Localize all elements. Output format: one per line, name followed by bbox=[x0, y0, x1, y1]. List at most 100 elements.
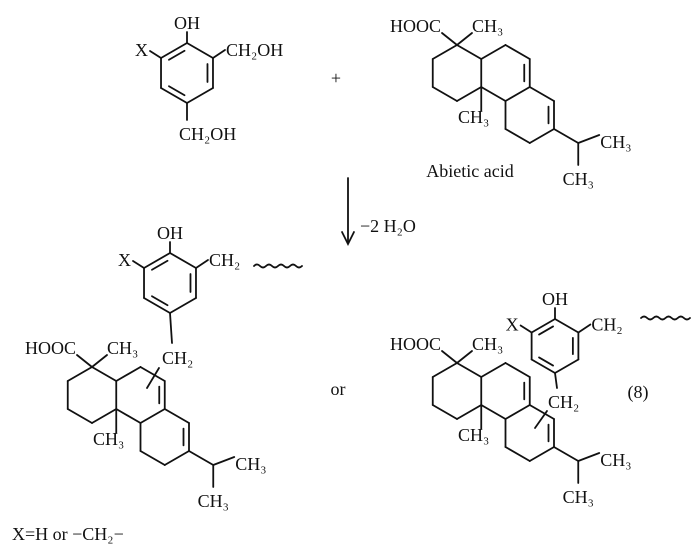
aromatic-ring-bond bbox=[143, 252, 171, 269]
hydroxyl-label: OH bbox=[542, 289, 568, 309]
reactant-phenol-dimethylol: OH X CH₂OH CH₂OH bbox=[135, 13, 283, 144]
or-label: or bbox=[331, 379, 346, 399]
ring-a-bond bbox=[456, 404, 483, 420]
reaction-arrow-head bbox=[341, 231, 355, 247]
isopropyl-bond bbox=[212, 456, 236, 466]
carboxyl-bond bbox=[441, 350, 458, 364]
ring-b-bond bbox=[480, 44, 507, 60]
product2-abietic-part: CH₃ CH₃ CH₃ HOOC CH₃ bbox=[390, 334, 632, 507]
ring-c-bond bbox=[163, 450, 190, 466]
methyl-bond bbox=[456, 32, 473, 46]
ring-b-bond bbox=[115, 408, 142, 424]
ring-a-bond bbox=[431, 404, 458, 420]
ring-c-bond bbox=[504, 128, 531, 144]
x-substituent-bond bbox=[132, 260, 145, 269]
double-bond-line bbox=[151, 295, 169, 307]
hydroxyl-label: OH bbox=[157, 223, 183, 243]
wavy-bond-polymer-chain bbox=[640, 315, 691, 321]
isopropyl-methyl-label: CH₃ bbox=[600, 132, 631, 152]
ring-a-bond bbox=[431, 86, 458, 102]
isopropyl-bond bbox=[553, 446, 580, 462]
ring-a-bond bbox=[431, 44, 458, 60]
abietic-acid-label: Abietic acid bbox=[426, 161, 513, 181]
ring-a-bond bbox=[91, 366, 118, 382]
isopropyl-methyl-label: CH₃ bbox=[563, 169, 594, 189]
carboxyl-label: HOOC bbox=[25, 338, 76, 358]
ring-b-bond bbox=[504, 44, 531, 60]
angular-methyl-label: CH₃ bbox=[93, 429, 124, 449]
aromatic-ring-bond bbox=[554, 358, 580, 374]
methyl-label: CH₃ bbox=[472, 334, 503, 354]
aromatic-ring-bond bbox=[169, 252, 197, 269]
ring-b-bond bbox=[115, 366, 142, 382]
ring-c-bond bbox=[528, 128, 555, 144]
double-bond-line bbox=[168, 49, 186, 61]
footnote-x-definition: X=H or −CH₂− bbox=[12, 524, 124, 544]
methyl-label: CH₃ bbox=[107, 338, 138, 358]
isopropyl-bond bbox=[577, 452, 601, 462]
aromatic-ring-bond bbox=[186, 42, 214, 59]
isopropyl-methyl-label: CH₃ bbox=[600, 450, 631, 470]
aromatic-ring-bond bbox=[160, 42, 188, 59]
isopropyl-bond bbox=[553, 128, 580, 144]
x-substituent-bond bbox=[149, 50, 162, 59]
ring-c-bond bbox=[163, 408, 190, 424]
ring-b-bond bbox=[480, 362, 507, 378]
double-bond-line bbox=[151, 259, 169, 271]
carboxyl-label: HOOC bbox=[390, 16, 441, 36]
ring-b-bond bbox=[480, 86, 507, 102]
para-methylene-label: CH₂ bbox=[162, 348, 193, 368]
attachment-bond bbox=[146, 367, 160, 389]
arrow-condition-label: −2 H₂O bbox=[360, 216, 416, 236]
isopropyl-methyl-label: CH₃ bbox=[563, 487, 594, 507]
isopropyl-bond bbox=[188, 450, 215, 466]
carboxyl-label: HOOC bbox=[390, 334, 441, 354]
isopropyl-bond bbox=[577, 134, 601, 144]
ring-a-bond bbox=[66, 366, 93, 382]
ring-c-bond bbox=[528, 86, 555, 102]
side-methylene-label: CH₂OH bbox=[226, 40, 283, 60]
ring-a-bond bbox=[91, 408, 118, 424]
methylene-bond bbox=[577, 323, 592, 334]
carboxyl-bond bbox=[76, 354, 93, 368]
ring-b-bond bbox=[139, 408, 166, 424]
ring-b-bond bbox=[504, 362, 531, 378]
ring-a-bond bbox=[456, 86, 483, 102]
methylene-bond bbox=[195, 259, 209, 269]
para-methylene-bond bbox=[554, 372, 558, 389]
angular-methyl-label: CH₃ bbox=[458, 107, 489, 127]
x-substituent-label: X bbox=[506, 315, 519, 335]
double-bond-line bbox=[538, 356, 554, 367]
aromatic-ring-bond bbox=[160, 87, 188, 104]
carboxyl-bond bbox=[441, 32, 458, 46]
ring-a-bond bbox=[431, 362, 458, 378]
x-substituent-label: X bbox=[135, 40, 148, 60]
methyl-bond bbox=[91, 354, 108, 368]
para-methylene-label: CH₂OH bbox=[179, 124, 236, 144]
aromatic-ring-bond bbox=[554, 318, 580, 334]
ring-a-bond bbox=[456, 362, 483, 378]
ring-c-bond bbox=[528, 446, 555, 462]
ring-c-bond bbox=[139, 450, 166, 466]
ring-c-bond bbox=[528, 404, 555, 420]
x-substituent-label: X bbox=[118, 250, 131, 270]
aromatic-ring-bond bbox=[143, 297, 171, 314]
equation-number: (8) bbox=[628, 382, 649, 403]
ring-b-bond bbox=[504, 404, 531, 420]
methyl-bond bbox=[456, 350, 473, 364]
ring-c-bond bbox=[504, 446, 531, 462]
isopropyl-methyl-label: CH₃ bbox=[198, 491, 229, 511]
ring-a-bond bbox=[66, 408, 93, 424]
angular-methyl-label: CH₃ bbox=[458, 425, 489, 445]
aromatic-ring-bond bbox=[530, 318, 556, 334]
methylene-bond bbox=[212, 49, 226, 59]
plus-sign: + bbox=[331, 68, 341, 88]
attachment-bond bbox=[534, 410, 548, 429]
aromatic-ring-bond bbox=[186, 87, 214, 104]
hydroxyl-label: OH bbox=[174, 13, 200, 33]
